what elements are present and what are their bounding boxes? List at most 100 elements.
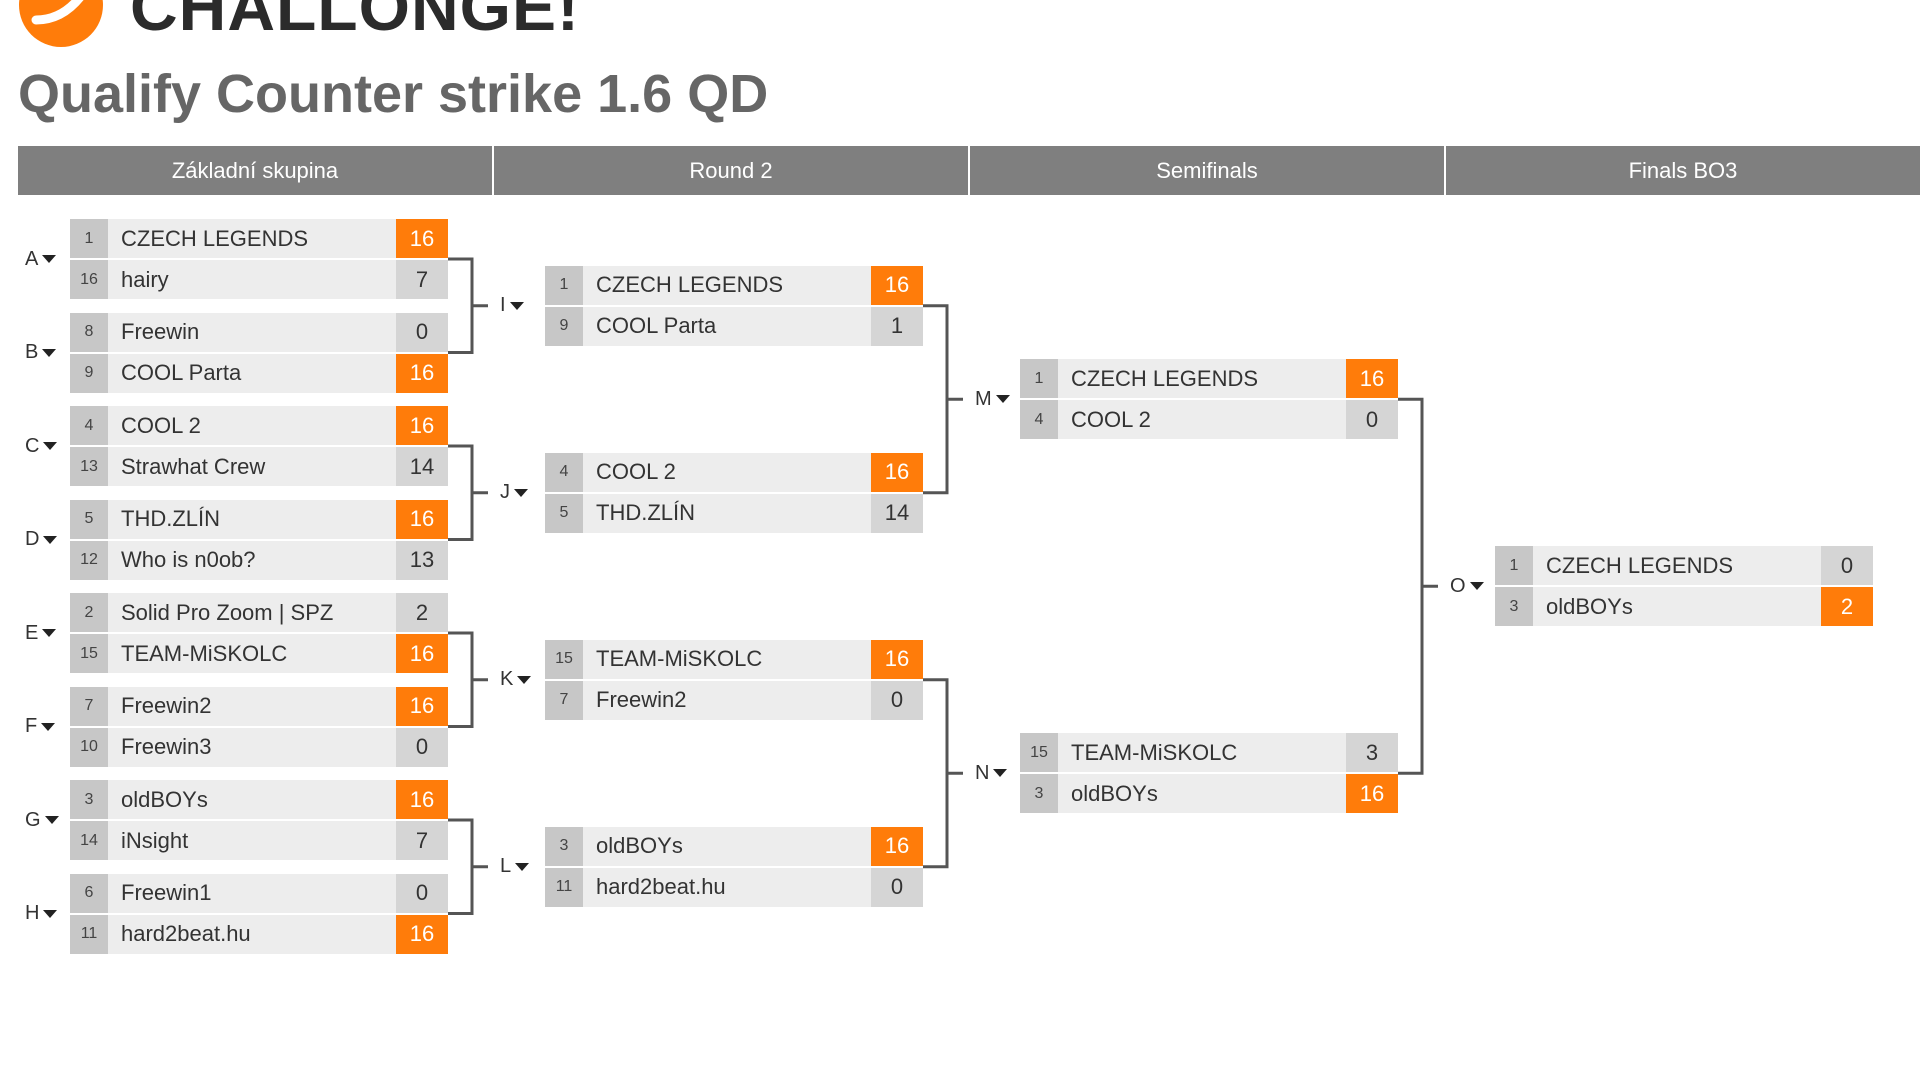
participant-name[interactable]: Who is n0ob?	[121, 547, 256, 572]
match-label-c[interactable]: C	[25, 435, 58, 457]
participant-name[interactable]: TEAM-MiSKOLC	[596, 646, 763, 672]
participant-name[interactable]: hard2beat.hu	[121, 921, 251, 946]
winner-score: 16	[396, 914, 448, 954]
participant-name[interactable]: Freewin3	[121, 734, 212, 759]
participant-seed: 5	[70, 499, 108, 539]
match-label-j[interactable]: J	[500, 481, 528, 503]
match-label-h[interactable]: H	[25, 902, 58, 924]
match-label-n[interactable]: N	[975, 762, 1008, 784]
participant-name[interactable]: THD.ZLÍN	[596, 500, 695, 526]
participant-name[interactable]: oldBOYs	[121, 786, 208, 812]
participant-name[interactable]: oldBOYs	[1546, 593, 1633, 619]
participant-seed: 14	[70, 821, 108, 860]
participant-seed: 9	[545, 306, 583, 346]
participant-name[interactable]: iNsight	[121, 827, 189, 853]
participant-name[interactable]: hard2beat.hu	[596, 874, 726, 900]
participant-name[interactable]: Solid Pro Zoom | SPZ	[121, 599, 334, 625]
match-label-f[interactable]: F	[25, 715, 56, 737]
match-label-k[interactable]: K	[500, 668, 532, 690]
participant-name[interactable]: CZECH LEGENDS	[1071, 365, 1259, 391]
participant-name[interactable]: oldBOYs	[1071, 780, 1158, 806]
match-label-a[interactable]: A	[25, 248, 57, 270]
challonge-logo[interactable]: CHALLONGE!	[0, 0, 640, 60]
participant-name[interactable]: COOL 2	[596, 459, 676, 485]
participant-name[interactable]: hairy	[121, 266, 169, 292]
participant-seed: 8	[70, 312, 108, 352]
participant-name[interactable]: CZECH LEGENDS	[596, 272, 784, 298]
participant-name[interactable]: Freewin1	[121, 880, 212, 905]
participant-name[interactable]: COOL Parta	[596, 313, 717, 339]
participant-name[interactable]: Strawhat Crew	[121, 453, 266, 479]
participant-name[interactable]: Freewin2	[596, 687, 687, 713]
winner-score: 16	[396, 406, 448, 445]
match-label-l[interactable]: L	[500, 855, 530, 877]
participant-name[interactable]: CZECH LEGENDS	[1546, 552, 1734, 578]
match-label-i[interactable]: I	[500, 294, 524, 316]
match-label-b[interactable]: B	[25, 341, 57, 363]
match-label-m[interactable]: M	[975, 388, 1010, 410]
participant-name[interactable]: Freewin2	[121, 693, 212, 718]
participant-name[interactable]: Freewin	[121, 319, 200, 344]
participant-seed: 4	[70, 406, 108, 445]
participant-seed: 4	[545, 452, 583, 492]
winner-score: 16	[1346, 359, 1398, 399]
match-label-g[interactable]: G	[25, 809, 59, 831]
match-label-e[interactable]: E	[25, 622, 57, 644]
participant-name[interactable]: CZECH LEGENDS	[121, 225, 309, 251]
participant-name[interactable]: COOL 2	[121, 412, 201, 438]
match-label-d[interactable]: D	[25, 528, 58, 550]
participant-name[interactable]: THD.ZLÍN	[121, 506, 220, 531]
participant-name[interactable]: TEAM-MiSKOLC	[121, 640, 288, 666]
match-participant-row[interactable]: 4 COOL 2 16	[70, 406, 448, 445]
participant-name[interactable]: COOL Parta	[121, 360, 242, 385]
participant-name[interactable]: COOL 2	[1071, 406, 1151, 432]
match-label-o[interactable]: O	[1450, 575, 1484, 597]
participant-name[interactable]: oldBOYs	[596, 833, 683, 859]
participant-name[interactable]: TEAM-MiSKOLC	[1071, 739, 1238, 765]
